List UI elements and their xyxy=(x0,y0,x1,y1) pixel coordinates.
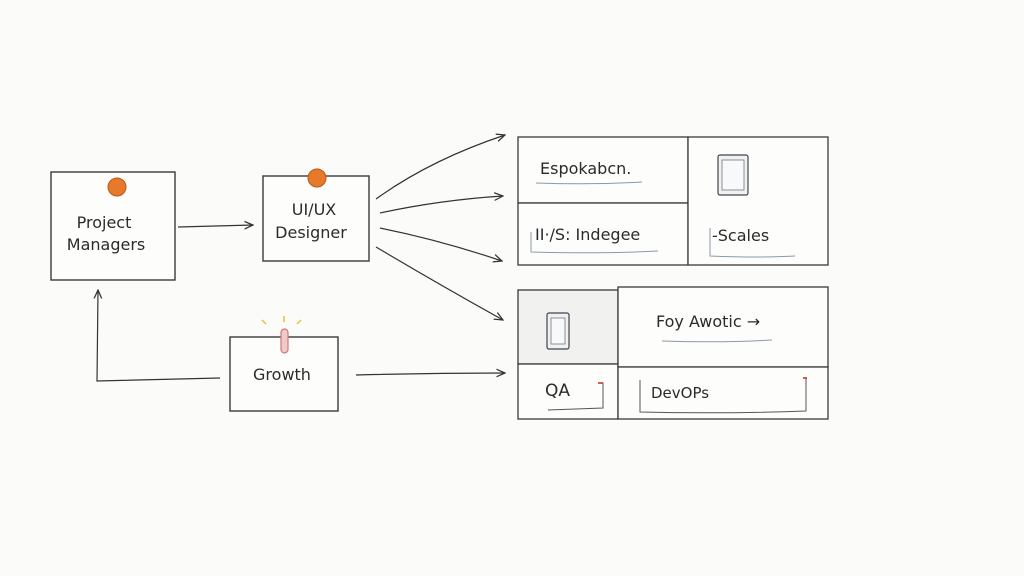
team-cell-scales[interactable]: -Scales xyxy=(709,226,796,258)
team-cell-scales-label: -Scales xyxy=(712,226,769,245)
project-managers-node[interactable]: Project Managers xyxy=(50,171,176,281)
team-cell-espokabcn[interactable]: Espokabcn. xyxy=(535,159,643,185)
team-cell-qa[interactable]: QA xyxy=(545,381,604,411)
growth-node[interactable]: Growth xyxy=(229,316,339,412)
tablet-icon xyxy=(717,154,749,196)
arrow-pm-to-uiux xyxy=(177,225,253,227)
team-cell-devops[interactable]: DevOPs xyxy=(639,377,807,414)
arrow-uiux-to-espokabcn xyxy=(375,135,505,200)
arrow-uiux-to-indegee xyxy=(379,227,502,261)
team-cell-indegee-label: II·/S: Indegee xyxy=(535,225,640,244)
arrow-uiux-to-top-grid xyxy=(379,196,503,214)
team-cell-espokabcn-label: Espokabcn. xyxy=(540,159,631,178)
team-cell-foy-awotic[interactable]: Foy Awotic → xyxy=(656,312,773,343)
uiux-designer-node[interactable]: UI/UX Designer xyxy=(262,168,370,262)
uiux-designer-label-2: Designer xyxy=(275,223,347,242)
arrow-growth-to-qa xyxy=(355,373,505,375)
team-cell-foy-awotic-label: Foy Awotic → xyxy=(656,312,760,331)
team-cell-indegee[interactable]: II·/S: Indegee xyxy=(530,225,659,254)
project-managers-label-1: Project xyxy=(77,213,132,232)
paperclip-icon xyxy=(261,316,302,354)
growth-label: Growth xyxy=(253,365,311,384)
team-grid-top: Espokabcn. II·/S: Indegee -Scales xyxy=(517,136,829,266)
arrow-growth-to-pm xyxy=(97,290,221,382)
project-managers-label-2: Managers xyxy=(67,235,145,254)
phone-icon xyxy=(546,312,570,350)
pin-icon xyxy=(307,168,327,188)
pin-icon xyxy=(107,177,127,197)
team-cell-qa-label: QA xyxy=(545,381,570,401)
team-grid-bottom: Foy Awotic → QA DevOPs xyxy=(517,286,829,420)
team-cell-devops-label: DevOPs xyxy=(651,384,709,402)
uiux-designer-label-1: UI/UX xyxy=(292,200,337,219)
arrow-uiux-to-bottom-grid xyxy=(375,246,503,320)
